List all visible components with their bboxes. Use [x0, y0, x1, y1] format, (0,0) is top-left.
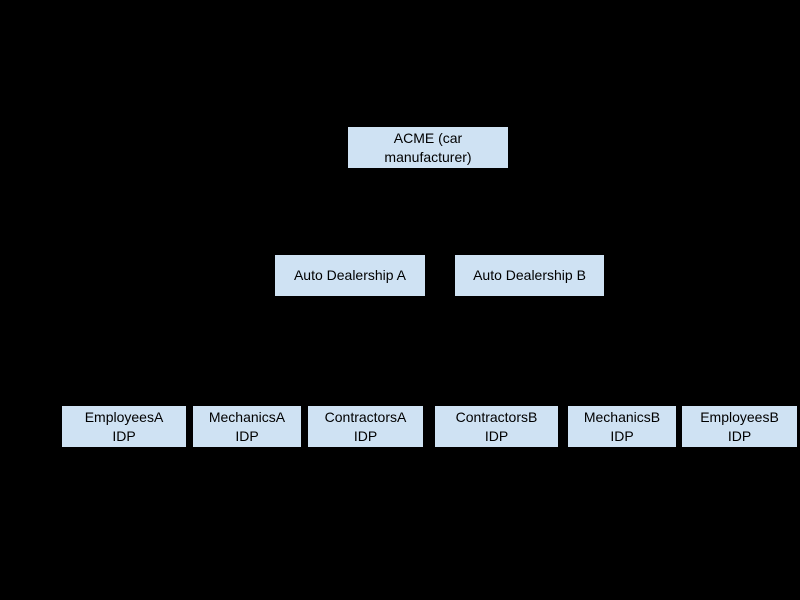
node-label: ContractorsA IDP — [324, 408, 407, 444]
node-mechanicsb-idp: MechanicsB IDP — [568, 406, 676, 447]
node-mechanicsa-idp: MechanicsA IDP — [193, 406, 301, 447]
node-employeesb-idp: EmployeesB IDP — [682, 406, 797, 447]
node-auto-dealership-b: Auto Dealership B — [455, 255, 604, 296]
node-label: MechanicsB IDP — [583, 408, 661, 444]
node-label: ACME (car manufacturer) — [384, 129, 472, 165]
node-label: Auto Dealership A — [293, 267, 407, 284]
node-contractorsb-idp: ContractorsB IDP — [435, 406, 558, 447]
node-label: EmployeesB IDP — [700, 408, 779, 444]
node-employeesa-idp: EmployeesA IDP — [62, 406, 186, 447]
node-auto-dealership-a: Auto Dealership A — [275, 255, 425, 296]
node-acme-root: ACME (car manufacturer) — [348, 127, 508, 168]
node-label: EmployeesA IDP — [84, 408, 164, 444]
node-contractorsa-idp: ContractorsA IDP — [308, 406, 423, 447]
node-label: Auto Dealership B — [473, 267, 586, 284]
node-label: MechanicsA IDP — [208, 408, 286, 444]
node-label: ContractorsB IDP — [455, 408, 538, 444]
